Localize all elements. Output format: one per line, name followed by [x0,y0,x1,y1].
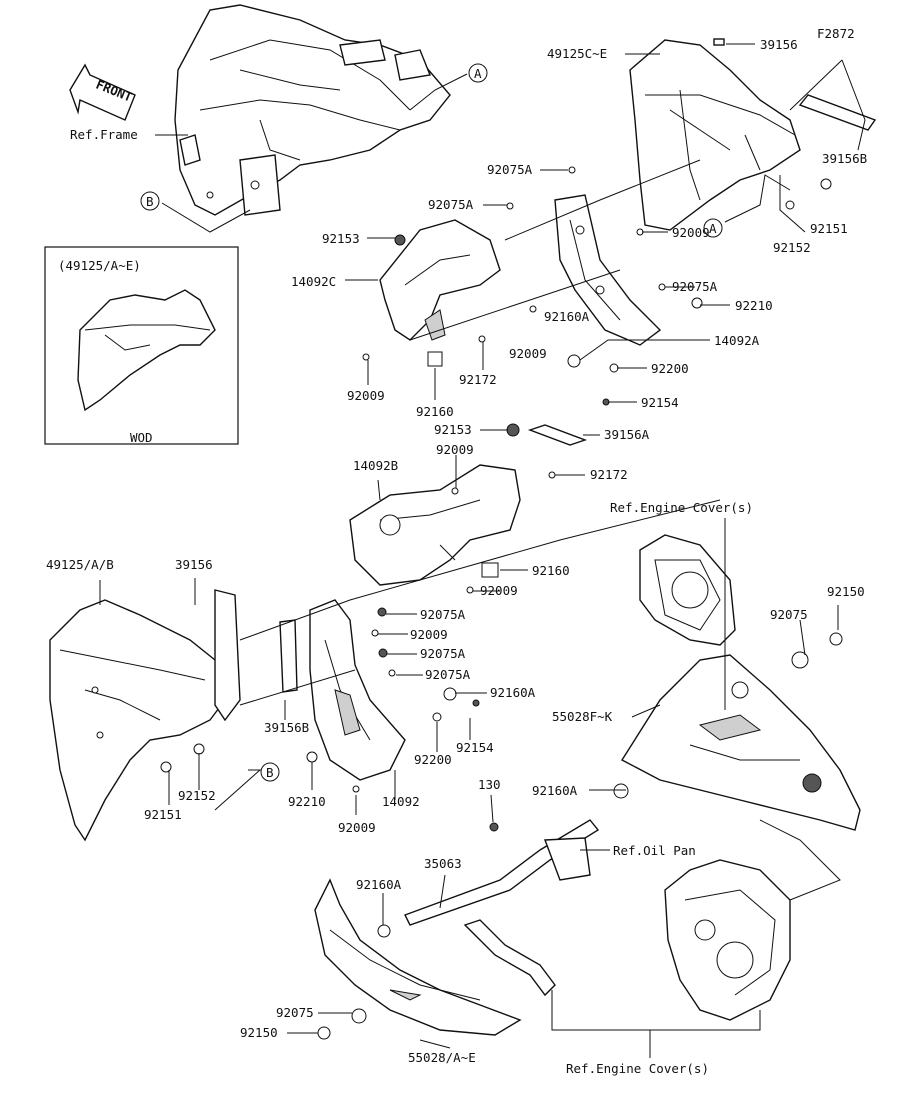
label-ref-engine-cover-1: Ref.Engine Cover(s) [610,500,753,515]
label-92152-mid: 92152 [178,788,216,803]
label-ref-frame: Ref.Frame [70,127,138,142]
callout-circle-b-top [140,191,160,211]
label-92153-1: 92153 [322,231,360,246]
label-92151-top: 92151 [810,221,848,236]
label-39156-top: 39156 [760,37,798,52]
label-92151-mid: 92151 [144,807,182,822]
label-39156b-mid: 39156B [264,720,309,735]
label-14092b: 14092B [353,458,398,473]
engine-cover-lower [664,859,791,1021]
bracket-35063 [404,819,600,997]
label-92009-1: 92009 [672,225,710,240]
label-92154-top: 92154 [641,395,679,410]
callout-circle-a-top [468,63,488,83]
label-55028fk: 55028F~K [552,709,613,724]
label-92009-4: 92009 [436,442,474,457]
label-92075-bottom: 92075 [276,1005,314,1020]
frame-illustration [174,4,451,216]
lower-cowl-right [621,654,861,831]
label-14092a: 14092A [714,333,760,348]
label-92160a-1: 92160A [544,309,590,324]
duct-14092c [379,219,501,341]
label-49125c: 49125C~E [547,46,607,61]
label-14092c: 14092C [291,274,336,289]
label-14092: 14092 [382,794,420,809]
label-39156a: 39156A [604,427,650,442]
label-92075a-5: 92075A [420,646,466,661]
label-49125ab: 49125/A/B [46,557,114,572]
label-92150-right: 92150 [827,584,865,599]
part-39156b-top-strip [798,94,877,131]
bracket-14092a [554,194,662,346]
label-92160a-4: 92160A [356,877,402,892]
label-92009-3: 92009 [347,388,385,403]
label-ref-oil-pan: Ref.Oil Pan [613,843,696,858]
front-arrow: FRONT [69,63,136,121]
label-92160a-3: 92160A [532,783,578,798]
duct-14092b [349,464,521,586]
leader-lines [99,43,866,1058]
upper-cowl-left [49,599,226,842]
label-92160a-2: 92160A [490,685,536,700]
label-92154-mid: 92154 [456,740,494,755]
fasteners [160,166,843,1040]
label-callout-b-mid: B [266,765,274,780]
part-39156b-mid-strip [279,619,298,693]
label-39156b-top: 39156B [822,151,867,166]
label-92160-2: 92160 [532,563,570,578]
part-labels: F2872 Ref.Frame A B 39156 49125C~E 39156… [46,26,867,1076]
label-92075a-2: 92075A [428,197,474,212]
wod-box-title: (49125/A~E) [58,258,141,273]
label-39156-mid: 39156 [175,557,213,572]
diagram-code: F2872 [817,26,855,41]
label-92009-7: 92009 [338,820,376,835]
duct-14092 [309,599,406,781]
cowl-left-bracket [214,589,241,722]
label-92009-5: 92009 [480,583,518,598]
lower-cowl-bottom [314,878,522,1036]
label-92200-top: 92200 [651,361,689,376]
label-92075a-1: 92075A [487,162,533,177]
callout-circle-a-mid [703,218,723,238]
wod-box: (49125/A~E) WOD [44,246,239,445]
label-92210-mid: 92210 [288,794,326,809]
label-130: 130 [478,777,501,792]
label-92075a-4: 92075A [420,607,466,622]
wod-box-caption: WOD [130,430,153,445]
label-92210-top: 92210 [735,298,773,313]
label-92200-mid: 92200 [414,752,452,767]
label-55028ae: 55028/A~E [408,1050,476,1065]
label-92075-right: 92075 [770,607,808,622]
label-ref-engine-cover-2: Ref.Engine Cover(s) [566,1061,709,1076]
label-92152-top: 92152 [773,240,811,255]
callout-circle-b-mid [260,762,280,782]
label-92172-2: 92172 [590,467,628,482]
label-92009-2: 92009 [509,346,547,361]
label-92150-bottom: 92150 [240,1025,278,1040]
part-39156-top-tag [713,38,725,46]
part-39156a-strip [527,424,588,446]
label-92075a-6: 92075A [425,667,471,682]
label-92075a-3: 92075A [672,279,718,294]
label-callout-a-mid: A [709,221,717,236]
label-92009-6: 92009 [410,627,448,642]
engine-cover-upper [639,534,736,646]
label-92160-1: 92160 [416,404,454,419]
upper-cowl-c [629,39,801,231]
label-35063: 35063 [424,856,462,871]
label-callout-b-top: B [146,194,154,209]
label-92172-1: 92172 [459,372,497,387]
label-callout-a-top: A [474,66,482,81]
label-92153-2: 92153 [434,422,472,437]
